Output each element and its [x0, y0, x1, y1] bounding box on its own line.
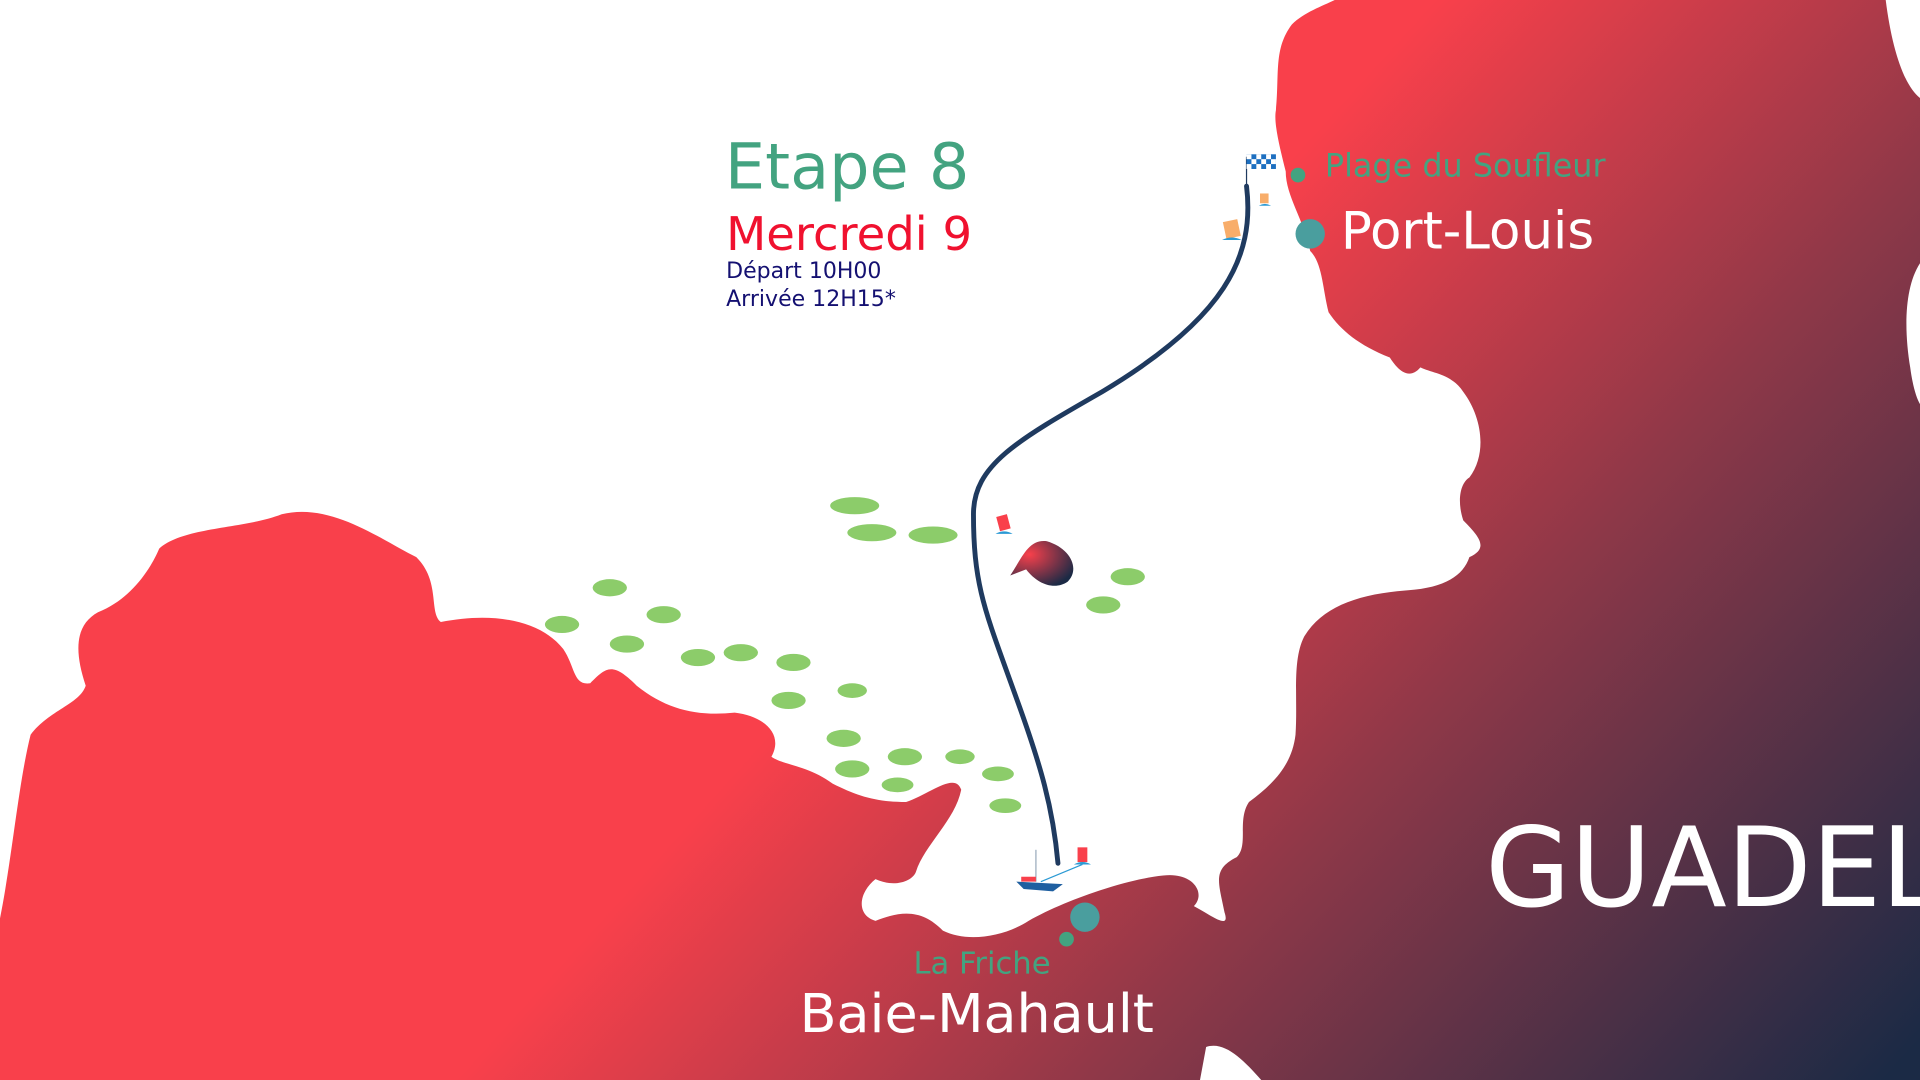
label-guadeloupe: GUADELOUPE: [1485, 804, 1920, 932]
buoy-icon: [1222, 219, 1242, 240]
islet-red: [1010, 541, 1074, 586]
buoy-icon: [1258, 193, 1272, 206]
buoy-icon: [995, 514, 1013, 534]
marker-la-friche[interactable]: [1059, 931, 1074, 947]
label-baie-mahault: Baie-Mahault: [800, 982, 1154, 1045]
race-route: [971, 183, 1251, 866]
islets: [544, 497, 1145, 814]
label-port-louis: Port-Louis: [1341, 202, 1594, 262]
stage-title: Etape 8: [725, 131, 970, 205]
label-plage-du-soufleur: Plage du Soufleur: [1325, 146, 1607, 184]
start-boat-icon: [1016, 849, 1083, 892]
marker-plage-du-soufleur[interactable]: [1290, 167, 1306, 183]
marker-baie-mahault[interactable]: [1070, 902, 1100, 932]
arrival-time: Arrivée 12H15*: [726, 287, 896, 312]
marker-port-louis[interactable]: [1295, 219, 1325, 249]
departure-time: Départ 10H00: [726, 259, 881, 284]
label-la-friche: La Friche: [913, 946, 1050, 981]
buoy-icon: [1073, 847, 1092, 865]
stage-day: Mercredi 9: [726, 207, 972, 261]
finish-flag-icon: [1245, 154, 1276, 187]
